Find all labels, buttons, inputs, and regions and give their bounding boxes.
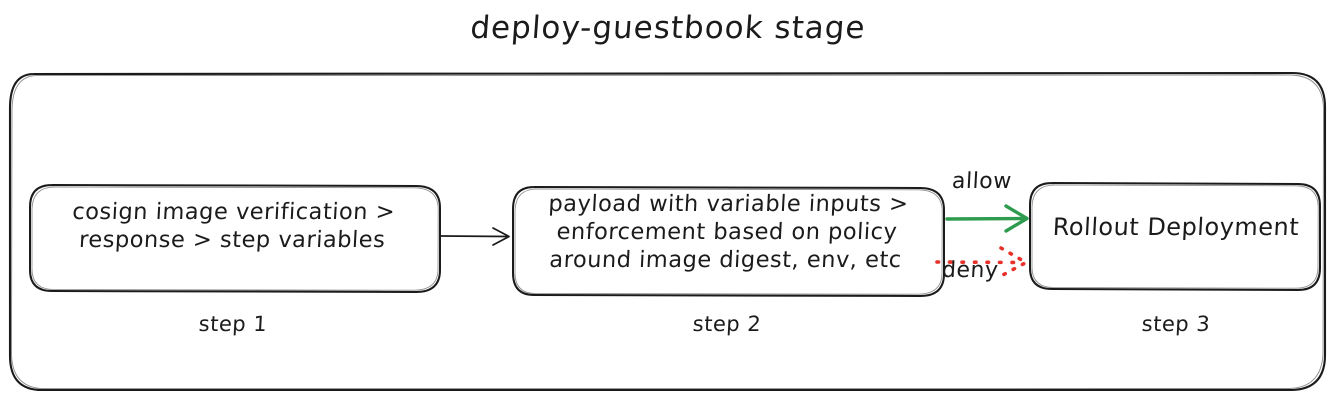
page-title: deploy-guestbook stage <box>469 10 867 46</box>
step1-box-outline <box>29 184 441 294</box>
step3-caption: step 3 <box>1141 312 1211 336</box>
step2-box-outline <box>512 186 945 298</box>
arrow-allow <box>945 204 1029 233</box>
step3-box-label: Rollout Deployment <box>1052 213 1300 241</box>
step2-caption: step 2 <box>692 312 762 336</box>
allow-edge-label: allow <box>951 169 1013 194</box>
arrow-step1-to-step2 <box>440 227 510 246</box>
deny-edge-label: deny <box>941 258 1000 283</box>
step1-caption: step 1 <box>198 312 268 336</box>
step1-box-label: cosign image verification > response > s… <box>71 199 396 253</box>
stage-container-outline <box>8 71 1327 392</box>
step2-box-label: payload with variable inputs > enforceme… <box>547 191 910 273</box>
arrow-deny <box>935 246 1028 278</box>
step3-box-outline <box>1029 182 1321 292</box>
